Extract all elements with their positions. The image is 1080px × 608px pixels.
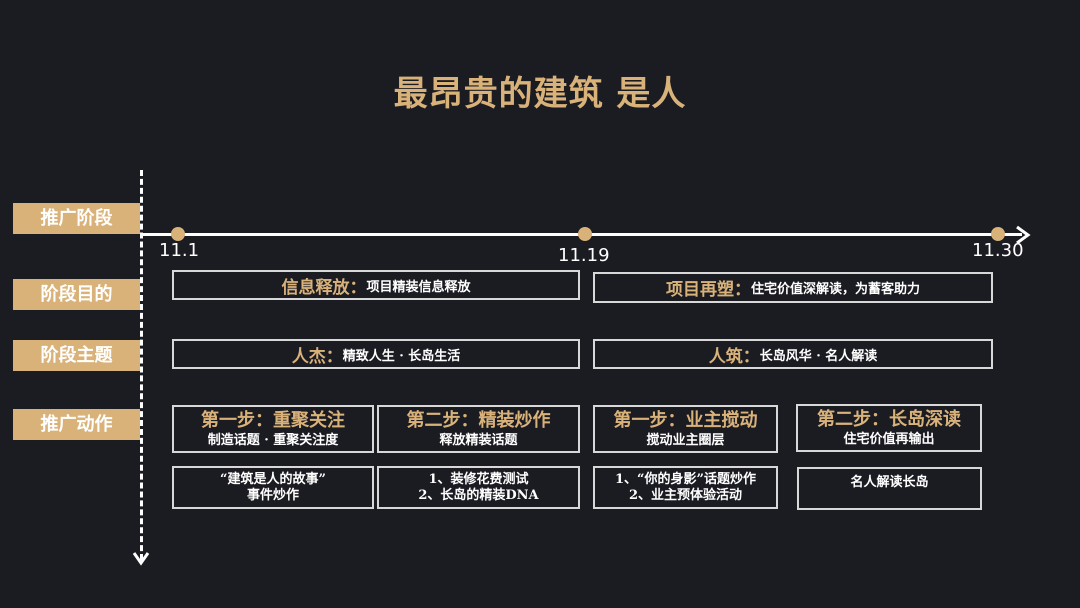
timeline-date: 11.1 <box>159 240 200 261</box>
detail-box: 1、装修花费测试 2、长岛的精装DNA <box>377 466 580 509</box>
purpose-text: 项目精装信息释放 <box>366 279 471 295</box>
step-sub: 制造话题 · 重聚关注度 <box>207 432 339 448</box>
theme-text: 精致人生 · 长岛生活 <box>342 348 461 364</box>
step-head: 第一步：重聚关注 <box>201 409 345 431</box>
purpose-text: 住宅价值深解读，为蓄客助力 <box>750 282 920 297</box>
purpose-box: 项目再塑： 住宅价值深解读，为蓄客助力 <box>593 272 993 303</box>
theme-head: 人杰： <box>291 346 343 367</box>
step-box: 第二步：长岛深读 住宅价值再输出 <box>796 404 982 452</box>
theme-text: 长岛风华 · 名人解读 <box>759 348 878 364</box>
timeline-dot <box>578 227 592 241</box>
detail-box: “建筑是人的故事” 事件炒作 <box>172 466 374 509</box>
step-sub: 释放精装话题 <box>439 432 518 448</box>
step-box: 第一步：业主搅动 搅动业主圈层 <box>593 405 778 453</box>
detail-line: 名人解读长岛 <box>850 475 929 490</box>
row-label-stage: 推广阶段 <box>13 203 140 234</box>
theme-box: 人筑： 长岛风华 · 名人解读 <box>593 339 993 369</box>
theme-head: 人筑： <box>708 346 760 367</box>
detail-box: 1、“你的身影”话题炒作 2、业主预体验活动 <box>593 466 778 509</box>
purpose-box: 信息释放： 项目精装信息释放 <box>172 270 580 300</box>
step-box: 第二步：精装炒作 释放精装话题 <box>377 405 580 453</box>
timeline-date: 11.19 <box>558 245 610 266</box>
step-sub: 搅动业主圈层 <box>646 432 725 448</box>
step-head: 第一步：业主搅动 <box>613 409 758 431</box>
page-title: 最昂贵的建筑 是人 <box>393 74 687 114</box>
arrow-right-icon <box>1016 225 1031 245</box>
row-label-action: 推广动作 <box>13 409 140 440</box>
detail-box: 名人解读长岛 <box>797 467 982 510</box>
detail-line: 2、长岛的精装DNA <box>418 487 539 503</box>
detail-line: 事件炒作 <box>246 487 299 503</box>
detail-line: 1、“你的身影”话题炒作 <box>614 471 756 487</box>
theme-box: 人杰： 精致人生 · 长岛生活 <box>172 339 580 369</box>
timeline-dot <box>991 227 1005 241</box>
timeline-dot <box>171 227 185 241</box>
step-head: 第二步：精装炒作 <box>406 409 551 431</box>
detail-line: 1、装修花费测试 <box>428 471 529 487</box>
step-sub: 住宅价值再输出 <box>843 431 935 447</box>
row-label-theme: 阶段主题 <box>13 340 140 371</box>
vertical-dashed-axis <box>140 170 143 560</box>
purpose-head: 信息释放： <box>281 277 367 298</box>
detail-line: “建筑是人的故事” <box>220 471 326 487</box>
arrow-down-icon <box>132 552 150 566</box>
timeline-date: 11.30 <box>972 240 1024 261</box>
step-head: 第二步：长岛深读 <box>817 408 961 430</box>
row-label-purpose: 阶段目的 <box>13 279 140 310</box>
step-box: 第一步：重聚关注 制造话题 · 重聚关注度 <box>172 405 374 453</box>
purpose-head: 项目再塑： <box>665 280 751 300</box>
detail-line: 2、业主预体验活动 <box>628 487 743 503</box>
